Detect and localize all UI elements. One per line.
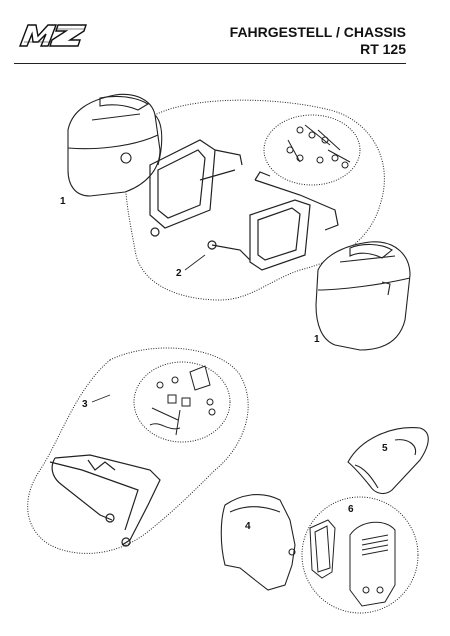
title-model: RT 125	[360, 41, 406, 57]
page-title: FAHRGESTELL / CHASSIS RT 125	[230, 24, 406, 58]
saddle-bag-right	[315, 241, 411, 351]
callout-6: 6	[348, 504, 354, 515]
seat-cowl	[347, 427, 429, 495]
saddle-bag-left	[67, 93, 163, 197]
hardware-set-3	[133, 361, 231, 443]
mounting-frame-left	[149, 139, 243, 237]
group-3-outline	[27, 347, 249, 554]
callout-1-right: 1	[314, 334, 320, 345]
callout-2: 2	[176, 268, 182, 279]
title-chassis: FAHRGESTELL / CHASSIS	[229, 24, 406, 40]
callout-4: 4	[245, 521, 251, 532]
callout-5: 5	[382, 443, 388, 454]
luggage-rack	[49, 454, 161, 547]
header-rule	[14, 63, 406, 64]
fairing-panel	[220, 494, 296, 591]
callout-1-left: 1	[60, 196, 66, 207]
mz-logo	[18, 24, 87, 47]
hardware-set-2	[263, 114, 361, 186]
leader-lines	[91, 254, 206, 403]
mounting-frame-right	[207, 171, 339, 271]
callout-3: 3	[82, 399, 88, 410]
group-6	[301, 496, 419, 614]
